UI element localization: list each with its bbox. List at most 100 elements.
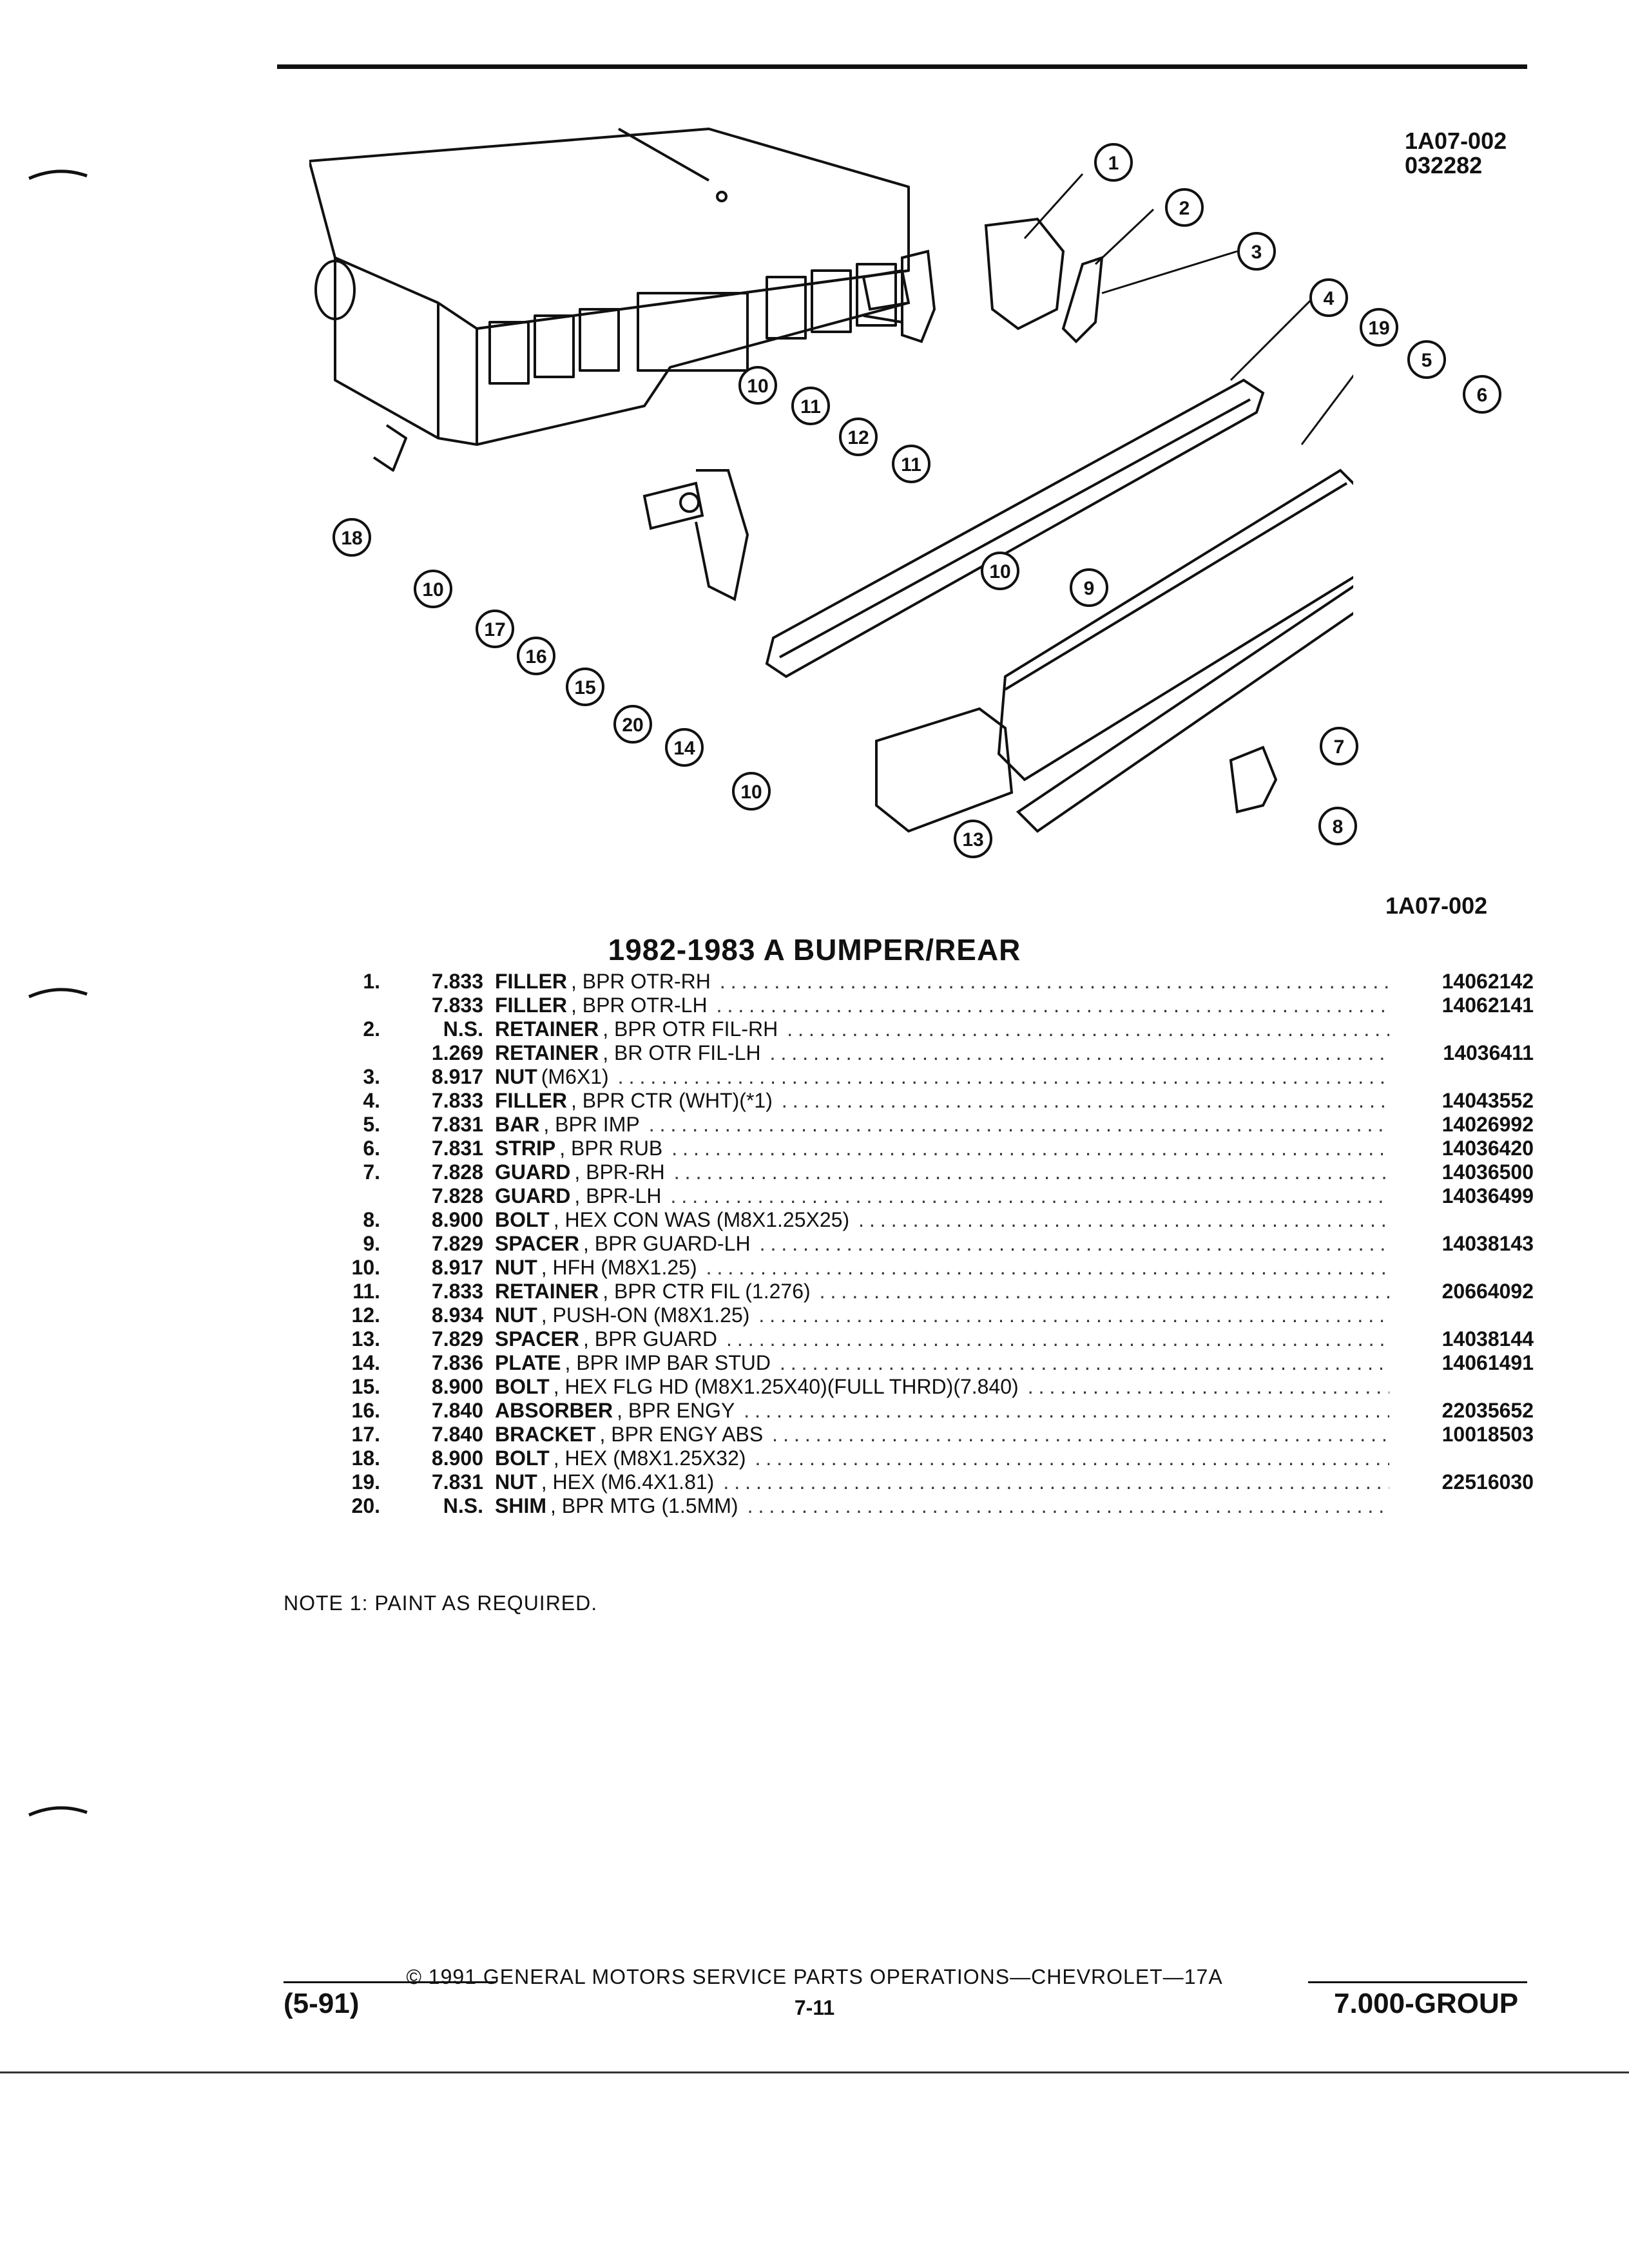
vehicle-rear-body: [309, 128, 910, 472]
callout-13: 13: [954, 820, 992, 858]
parts-row: 2.N.S.RETAINER, BPR OTR FIL-RH..........…: [335, 1017, 1534, 1041]
callout-15: 15: [566, 668, 604, 706]
dot-leader: ........................................…: [759, 1232, 1389, 1255]
part-name: RETAINER: [495, 1041, 599, 1064]
dot-leader: ........................................…: [673, 1160, 1389, 1184]
svg-text:16: 16: [525, 646, 546, 668]
top-rule: [277, 64, 1527, 69]
part-description: , BPR OTR FIL-RH: [602, 1017, 778, 1041]
svg-text:8: 8: [1333, 816, 1344, 838]
part-index: 3.: [363, 1065, 380, 1088]
svg-text:7: 7: [1334, 736, 1345, 758]
part-number: 14062141: [1441, 994, 1534, 1017]
part-description: , HEX (M6.4X1.81): [541, 1470, 715, 1494]
svg-text:5: 5: [1422, 350, 1432, 371]
part-name: NUT: [495, 1256, 537, 1279]
part-number: 20664092: [1441, 1280, 1534, 1303]
part-description: , HFH (M8X1.25): [541, 1256, 697, 1279]
part-name: FILLER: [495, 970, 567, 993]
svg-text:18: 18: [341, 528, 362, 549]
part-number: 14062142: [1441, 970, 1534, 993]
callout-11: 11: [791, 387, 830, 425]
part-description: , BPR CTR (WHT)(*1): [570, 1089, 773, 1112]
svg-text:14: 14: [673, 738, 695, 759]
footer-group: 7.000-GROUP: [1334, 1988, 1519, 2019]
part-name: GUARD: [495, 1184, 571, 1207]
part-group: 7.831: [431, 1113, 483, 1136]
part-index: 11.: [352, 1280, 380, 1303]
part-name: BAR: [495, 1113, 540, 1136]
part-number: 14036420: [1441, 1137, 1534, 1160]
outer-filler-and-retainer: [984, 217, 1104, 343]
part-name: BOLT: [495, 1446, 550, 1470]
rub-strip: [1016, 584, 1353, 833]
part-description: , HEX CON WAS (M8X1.25X25): [553, 1208, 850, 1231]
part-group: 7.828: [431, 1184, 483, 1207]
dot-leader: ........................................…: [706, 1256, 1389, 1279]
dot-leader: ........................................…: [648, 1113, 1389, 1136]
dot-leader: ........................................…: [858, 1208, 1389, 1231]
part-number: 10018503: [1441, 1423, 1534, 1446]
reference-code: 1A07-002: [1405, 128, 1507, 154]
part-number: 22516030: [1441, 1470, 1534, 1494]
part-description: , BPR-LH: [574, 1184, 662, 1207]
exploded-parts-illustration: [309, 128, 1353, 833]
dot-leader: ........................................…: [758, 1303, 1389, 1327]
part-description: , BPR OTR-RH: [570, 970, 711, 993]
svg-text:10: 10: [989, 561, 1010, 582]
part-group: 7.833: [431, 1089, 483, 1112]
part-name: BOLT: [495, 1375, 550, 1398]
parts-list-title: 1982-1983 A BUMPER/REAR: [608, 933, 1021, 966]
part-description: , BPR ENGY ABS: [599, 1423, 764, 1446]
callout-leaders: [1023, 173, 1353, 445]
dot-leader: ........................................…: [670, 1184, 1389, 1207]
footer-page-number: 7-11: [794, 1996, 835, 2019]
svg-text:12: 12: [847, 427, 869, 448]
dot-leader: ........................................…: [744, 1399, 1389, 1422]
part-name: FILLER: [495, 1089, 567, 1112]
svg-text:10: 10: [747, 376, 768, 397]
part-description: (M6X1): [541, 1065, 609, 1088]
callout-17: 17: [476, 610, 514, 648]
part-number: 14026992: [1441, 1113, 1534, 1136]
dot-leader: ........................................…: [716, 994, 1389, 1017]
svg-text:9: 9: [1084, 578, 1095, 599]
dot-leader: ........................................…: [719, 970, 1389, 993]
part-description: , BPR CTR FIL (1.276): [602, 1280, 811, 1303]
part-description: , BPR GUARD-LH: [583, 1232, 751, 1255]
parts-row: 7.828 GUARD, BPR-LH......................…: [335, 1184, 1534, 1208]
part-group: 8.900: [431, 1375, 483, 1398]
svg-text:19: 19: [1368, 318, 1389, 339]
impact-bar: [997, 468, 1353, 782]
part-group: 7.836: [431, 1351, 483, 1374]
part-name: NUT: [495, 1065, 537, 1088]
dot-leader: ........................................…: [819, 1280, 1389, 1303]
svg-text:3: 3: [1251, 242, 1262, 263]
part-description: , BPR RUB: [559, 1137, 663, 1160]
svg-text:15: 15: [574, 677, 595, 698]
part-number: 14036500: [1441, 1160, 1534, 1184]
svg-text:11: 11: [901, 454, 921, 476]
footer-rule-left: [284, 1981, 496, 1983]
dot-leader: ........................................…: [1027, 1375, 1389, 1398]
footnote: NOTE 1: PAINT AS REQUIRED.: [284, 1591, 598, 1615]
svg-text:17: 17: [484, 619, 505, 640]
part-index: 18.: [351, 1446, 380, 1470]
svg-text:11: 11: [800, 396, 821, 418]
dot-leader: ........................................…: [617, 1065, 1389, 1088]
part-group: 8.900: [431, 1208, 483, 1231]
part-group: N.S.: [443, 1017, 483, 1041]
dot-leader: ........................................…: [723, 1470, 1389, 1494]
part-index: 16.: [351, 1399, 380, 1422]
callout-14: 14: [665, 728, 704, 767]
